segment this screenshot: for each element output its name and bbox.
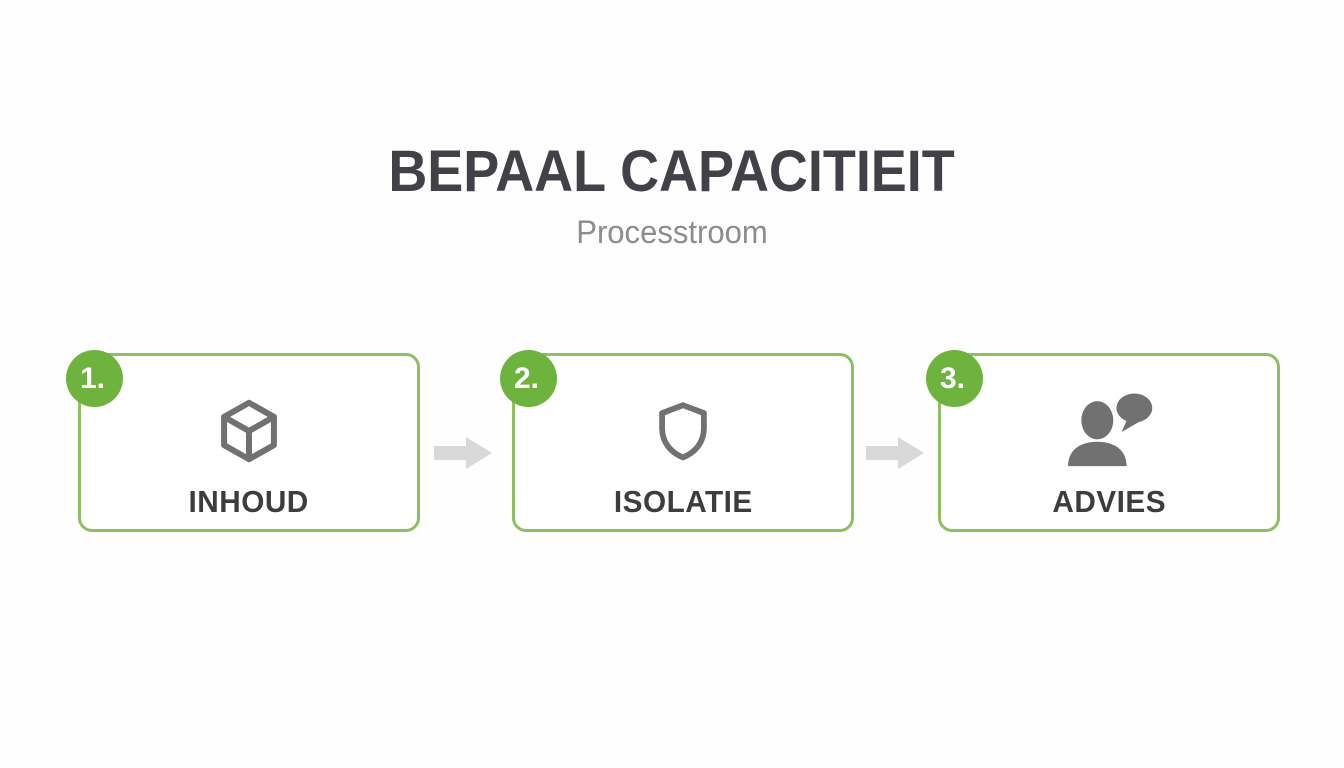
step-number-badge: 2.: [500, 350, 557, 407]
step-label: INHOUD: [188, 484, 310, 519]
person-speech-icon: [1061, 378, 1157, 484]
step-number-badge: 3.: [926, 350, 983, 407]
shield-icon: [650, 378, 716, 484]
arrow-right-icon: [434, 437, 492, 469]
step-card-inhoud: 1. INHOUD: [66, 350, 420, 532]
page-title: BEPAAL CAPACITIEIT: [388, 139, 956, 204]
step-card-isolatie: 2. ISOLATIE: [500, 350, 854, 532]
step-number-badge: 1.: [66, 350, 123, 407]
page-subtitle: Processtroom: [576, 214, 768, 250]
slide-header: BEPAAL CAPACITIEIT Processtroom: [0, 138, 1344, 251]
arrow-right-icon: [866, 437, 924, 469]
cube-icon: [213, 378, 285, 484]
step-label: ISOLATIE: [613, 484, 753, 519]
step-label: ADVIES: [1052, 484, 1166, 519]
step-card-advies: 3. ADVIES: [926, 350, 1280, 532]
